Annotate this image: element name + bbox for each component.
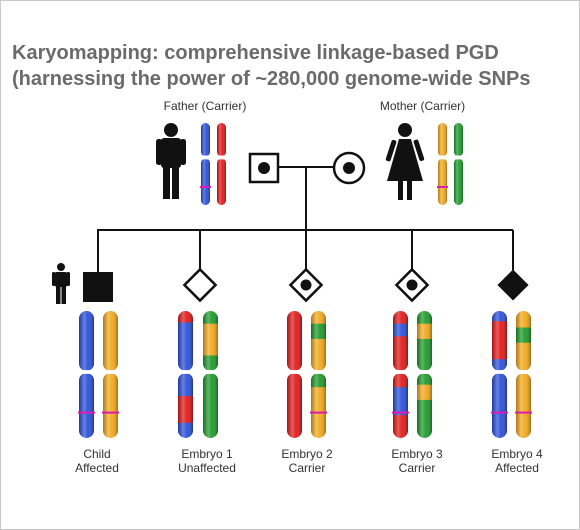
chromosome-layer	[78, 123, 532, 438]
slide-title: Karyomapping: comprehensive linkage-base…	[12, 40, 578, 92]
mutation-marker	[515, 411, 532, 414]
offspring-label-4: Embryo 4 Affected	[477, 447, 557, 475]
embryo-4-chromosome-paternal	[491, 311, 508, 438]
centromere	[216, 155, 227, 160]
offspring-name: Embryo 2	[281, 447, 333, 461]
mutation-marker	[102, 411, 119, 414]
embryo-3-chromosome-paternal	[392, 311, 409, 438]
embryo-4-affected-symbol	[497, 269, 529, 301]
offspring-status: Affected	[495, 461, 539, 475]
offspring-label-0: Child Affected	[62, 447, 132, 475]
mother-label: Mother (Carrier)	[379, 99, 466, 113]
offspring-name: Embryo 4	[491, 447, 543, 461]
offspring-status: Carrier	[288, 461, 326, 475]
mutation-marker	[491, 411, 508, 414]
offspring-status: Carrier	[398, 461, 436, 475]
mother-carrier-symbol	[332, 151, 366, 185]
female-person-icon	[385, 123, 425, 200]
mutation-marker	[200, 185, 211, 188]
centromere	[78, 369, 95, 374]
embryo-2-carrier-symbol	[288, 267, 324, 303]
offspring-label-1: Embryo 1 Unaffected	[162, 447, 252, 475]
centromere	[437, 155, 448, 160]
mother-chromosome-green	[453, 123, 464, 206]
mutation-marker	[310, 411, 327, 414]
embryo-4-chromosome-maternal	[515, 311, 532, 438]
offspring-name: Child	[83, 447, 111, 461]
father-chromosome-blue	[200, 123, 211, 206]
centromere	[392, 369, 409, 374]
centromere	[491, 369, 508, 374]
embryo-2-chromosome-paternal	[286, 311, 303, 438]
male-person-icon	[156, 123, 186, 199]
centromere	[202, 369, 219, 374]
father-carrier-symbol	[248, 152, 280, 184]
mother-chromosome-orange	[437, 123, 448, 206]
mutation-marker	[78, 411, 95, 414]
title-line-2: (harnessing the power of ~280,000 genome…	[12, 68, 531, 90]
embryo-3-carrier-symbol	[394, 267, 430, 303]
embryo-1-chromosome-maternal	[202, 311, 219, 438]
child-chromosome-maternal	[102, 311, 119, 438]
embryo-3-chromosome-maternal	[416, 311, 433, 438]
centromere	[177, 369, 194, 374]
offspring-label-2: Embryo 2 Carrier	[267, 447, 347, 475]
child-affected-symbol	[83, 272, 113, 302]
child-person-icon	[52, 263, 70, 304]
centromere	[515, 369, 532, 374]
centromere	[310, 369, 327, 374]
father-label: Father (Carrier)	[163, 99, 247, 113]
mutation-marker	[392, 411, 409, 414]
offspring-name: Embryo 1	[181, 447, 233, 461]
embryo-1-chromosome-paternal	[177, 311, 194, 438]
embryo-2-chromosome-maternal	[310, 311, 327, 438]
title-line-1: Karyomapping: comprehensive linkage-base…	[12, 42, 499, 64]
offspring-status: Unaffected	[178, 461, 236, 475]
centromere	[453, 155, 464, 160]
centromere	[200, 155, 211, 160]
embryo-1-unaffected-symbol	[182, 267, 218, 303]
centromere	[416, 369, 433, 374]
pedigree-lines	[97, 166, 514, 272]
offspring-label-3: Embryo 3 Carrier	[377, 447, 457, 475]
centromere	[102, 369, 119, 374]
father-chromosome-red	[216, 123, 227, 206]
centromere	[286, 369, 303, 374]
child-chromosome-paternal	[78, 311, 95, 438]
mutation-marker	[437, 185, 448, 188]
offspring-name: Embryo 3	[391, 447, 443, 461]
offspring-status: Affected	[75, 461, 119, 475]
